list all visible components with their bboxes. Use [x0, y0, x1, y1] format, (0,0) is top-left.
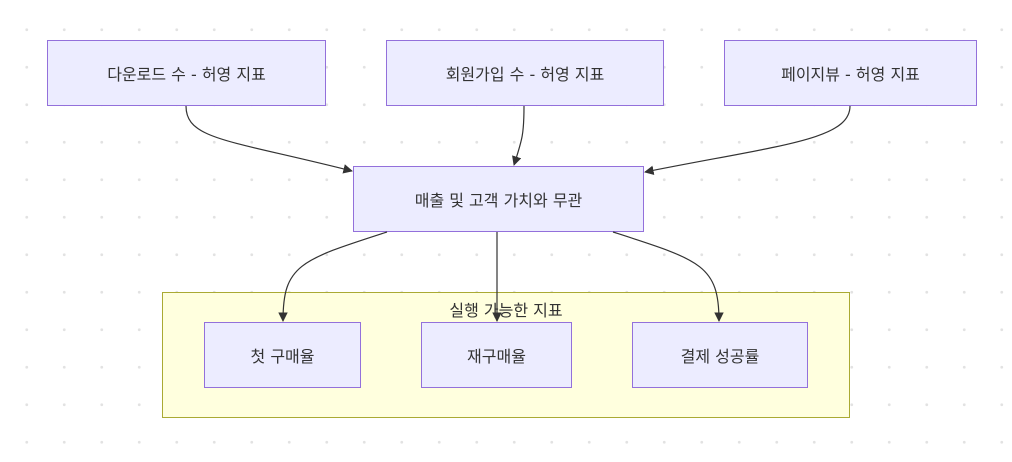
node-signups[interactable]: 회원가입 수 - 허영 지표: [386, 40, 664, 106]
node-unrelated[interactable]: 매출 및 고객 가치와 무관: [353, 166, 644, 232]
node-repurchase[interactable]: 재구매율: [421, 322, 572, 388]
edge-unrelated-first-purchase: [278, 231, 388, 322]
subgraph-title: 실행 가능한 지표: [449, 301, 563, 320]
node-payment-success[interactable]: 결제 성공률: [632, 322, 808, 388]
node-first-purchase[interactable]: 첫 구매율: [204, 322, 361, 388]
node-pageviews[interactable]: 페이지뷰 - 허영 지표: [724, 40, 977, 106]
edge-downloads-unrelated: [185, 105, 353, 174]
edge-pageviews-unrelated: [644, 105, 851, 176]
edge-unrelated-payment-success: [612, 231, 724, 322]
edge-signups-unrelated: [512, 105, 525, 166]
node-downloads[interactable]: 다운로드 수 - 허영 지표: [47, 40, 326, 106]
